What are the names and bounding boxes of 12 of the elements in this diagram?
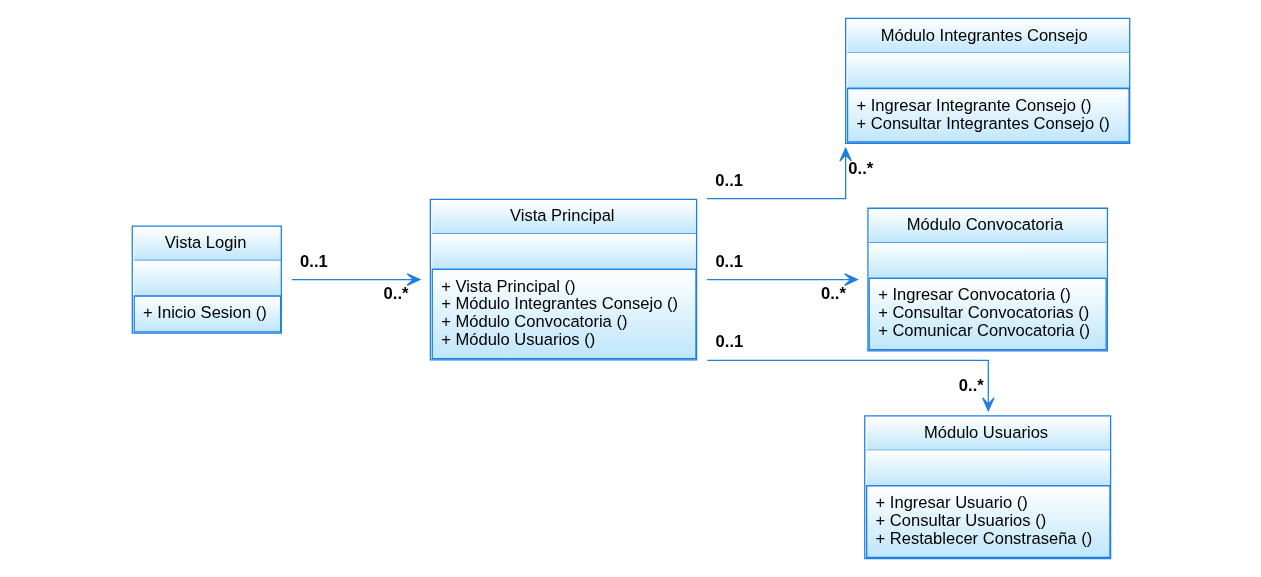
arrow [706, 359, 995, 412]
arrow [705, 273, 858, 286]
label: 0..* [820, 283, 846, 303]
label: 0..* [847, 159, 873, 179]
arrow [705, 147, 852, 200]
arrow [290, 273, 421, 286]
label: 0..* [383, 283, 408, 303]
label: 0..1 [714, 251, 743, 271]
label: 0..* [958, 375, 984, 395]
label: 0..1 [299, 251, 328, 271]
label: 0..1 [715, 332, 743, 352]
label: 0..1 [714, 170, 743, 190]
